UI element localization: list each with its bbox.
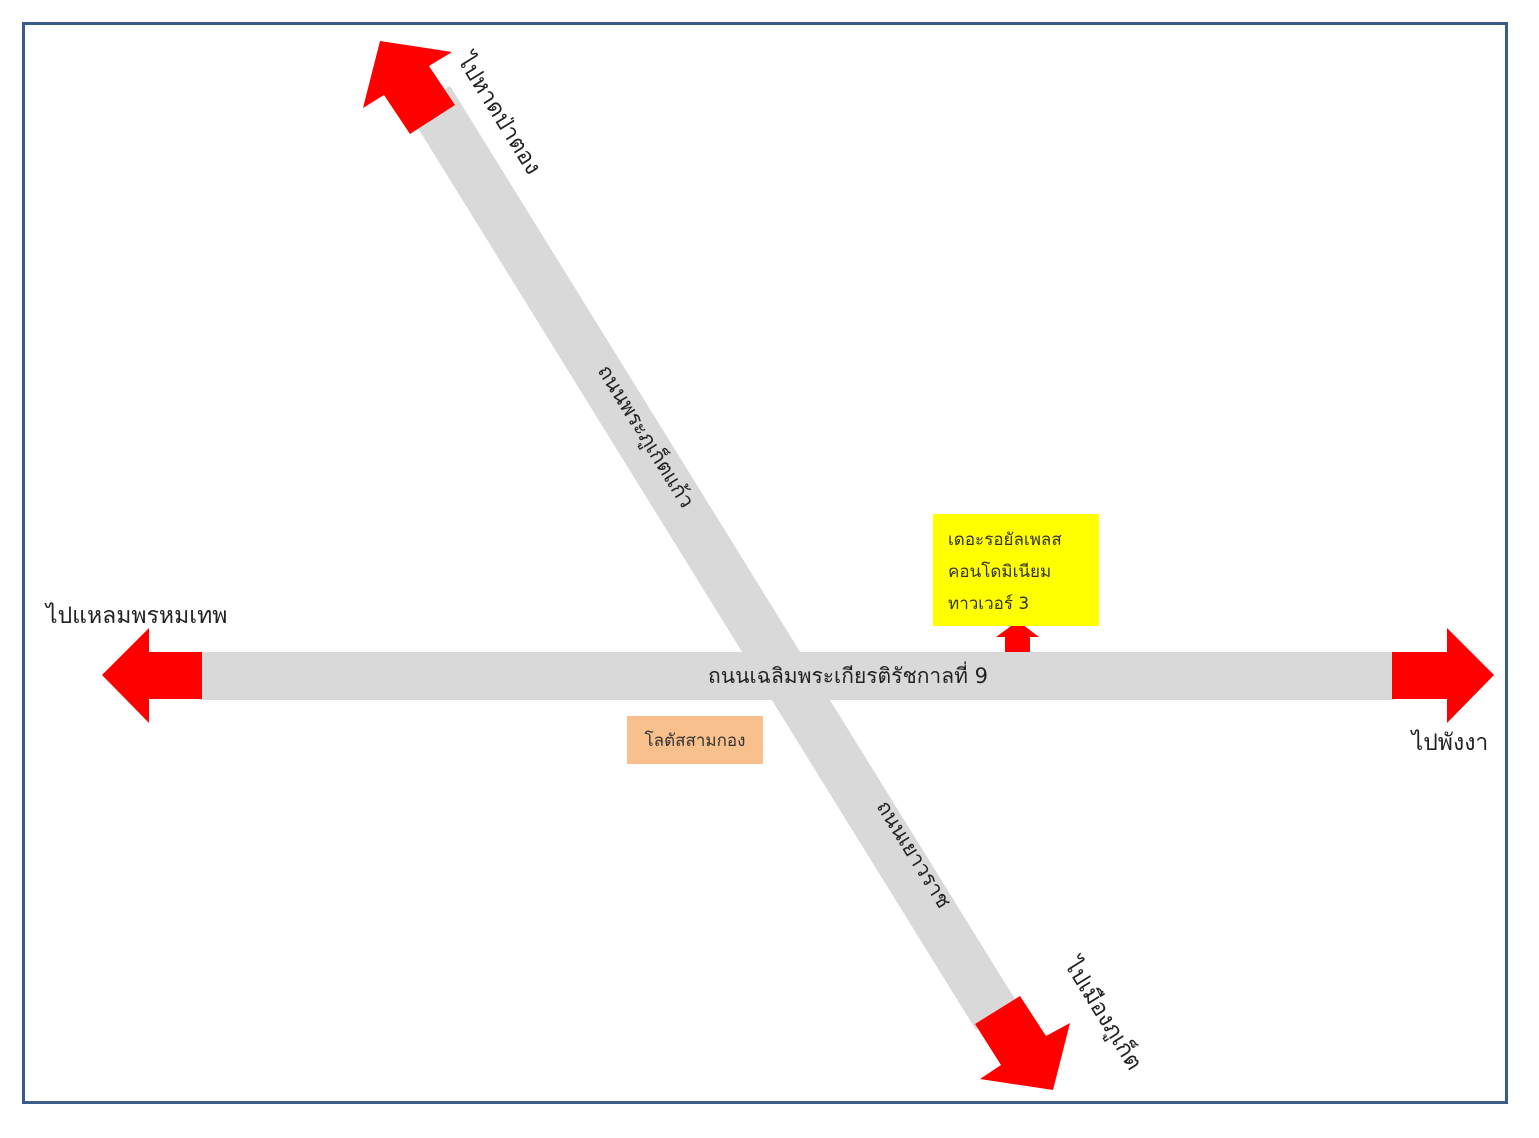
map-frame [22, 22, 1508, 1104]
condo-label-line1: เดอะรอยัลเพลส [948, 530, 1062, 550]
arrow-northwest-icon [363, 41, 455, 134]
road-diagonal [408, 86, 1018, 1030]
condo-marker [933, 514, 1099, 626]
condo-label: เดอะรอยัลเพลส คอนโดมิเนียม ทาวเวอร์ 3 [933, 514, 1099, 626]
road-label-horizontal: ถนนเฉลิมพระเกียรติรัชกาลที่ 9 [708, 661, 988, 688]
condo-pointer-arrow-icon [996, 621, 1039, 652]
direction-label-east: ไปพังงา [1410, 729, 1489, 756]
arrow-east-icon [1392, 628, 1494, 723]
condo-label-line3: ทาวเวอร์ 3 [948, 594, 1030, 614]
direction-label-west: ไปแหลมพรหมเทพ [44, 602, 227, 629]
direction-label-southeast: ไปเมืองภูเก็ต [1058, 951, 1150, 1075]
arrow-southeast-icon [975, 996, 1070, 1090]
lotus-label: โลตัสสามกอง [644, 730, 746, 751]
condo-label-line2: คอนโดมิเนียม [948, 562, 1052, 582]
lotus-marker [627, 716, 763, 764]
arrow-west-icon [102, 628, 202, 723]
